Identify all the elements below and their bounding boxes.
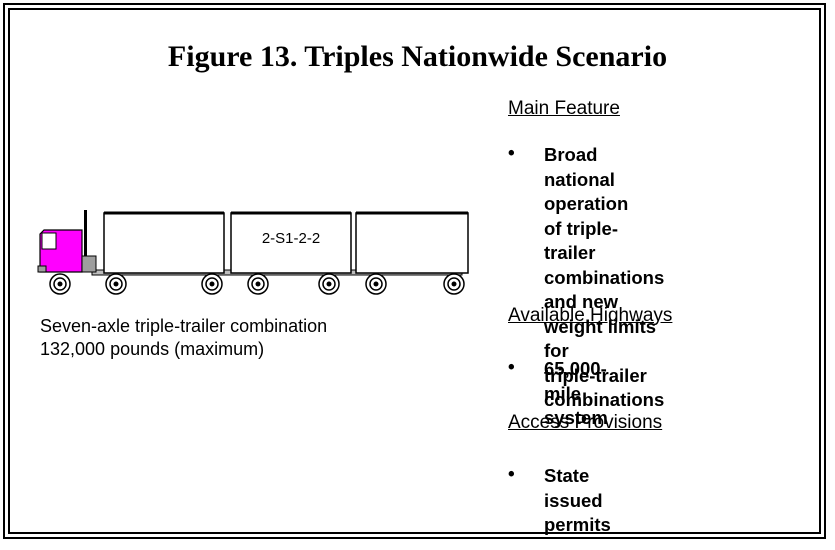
access-provisions-text: State issued permits [544, 465, 611, 535]
wheel-6 [365, 273, 387, 295]
wheel-2 [105, 273, 127, 295]
figure-title: Figure 13. Triples Nationwide Scenario [167, 40, 668, 73]
wheel-4 [247, 273, 269, 295]
triple-trailer-truck-illustration: 2-S1-2-2 [37, 210, 469, 295]
available-highways-heading: Available Highways [508, 305, 673, 326]
inner-border [8, 8, 821, 534]
outer-border [3, 3, 826, 539]
trailer-2 [230, 211, 352, 274]
available-highways-text: 65,000-mile system [544, 358, 608, 428]
trailer-1 [103, 211, 225, 274]
caption-line-type: Seven-axle triple-trailer combination [40, 316, 328, 336]
wheel-1 [49, 273, 71, 295]
config-label: 2-S1-2-2 [262, 230, 320, 247]
trailer-3 [355, 211, 469, 274]
wheel-5 [318, 273, 340, 295]
bullet-icon: • [508, 464, 515, 485]
access-provisions-heading: Access Provisions [508, 412, 663, 433]
wheel-3 [201, 273, 223, 295]
bullet-icon: • [508, 357, 515, 378]
bullet-icon: • [508, 143, 515, 164]
main-feature-heading: Main Feature [508, 98, 620, 119]
caption-line-weight: 132,000 pounds (maximum) [40, 339, 265, 359]
truck-caption: Seven-axle triple-trailer combination 13… [40, 315, 327, 361]
wheel-7 [443, 273, 465, 295]
main-feature-text: Broad national operation of triple-trail… [544, 144, 665, 410]
wheels [49, 273, 465, 295]
cab [37, 229, 97, 273]
exhaust-stack [84, 210, 87, 256]
